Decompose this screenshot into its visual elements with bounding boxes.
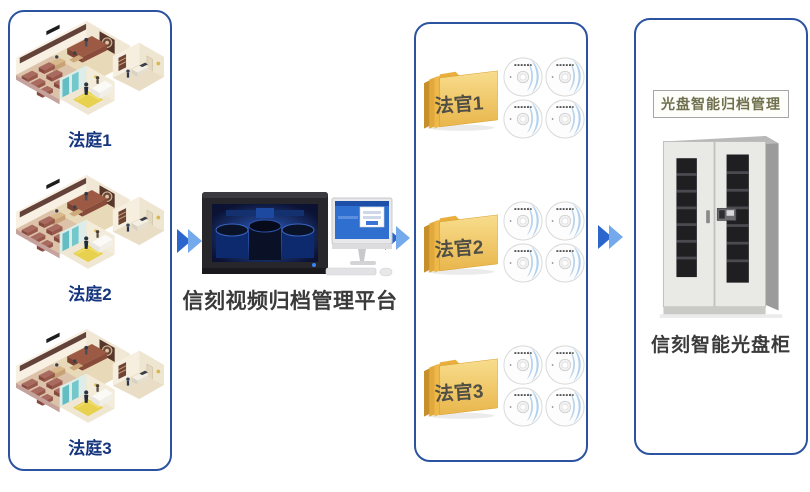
- judge-folder-label: 法官1: [433, 93, 484, 118]
- judges-panel: 法官1 法官2 法官3: [414, 22, 588, 462]
- discs-grid: [502, 344, 586, 428]
- courtroom-item: 法庭2: [10, 172, 170, 305]
- judge-group: 法官2: [416, 170, 586, 314]
- judge-folder: 法官2: [417, 204, 501, 280]
- disc-icon: [544, 98, 586, 140]
- disc-publisher-illustration: [202, 192, 393, 277]
- cabinet-badge: 光盘智能归档管理: [653, 90, 789, 118]
- judge-group: 法官3: [416, 314, 586, 458]
- disc-icon: [502, 386, 544, 428]
- flow-arrow-icon: [597, 223, 629, 251]
- disc-cabinet-illustration: [659, 135, 783, 318]
- disc-icon: [502, 200, 544, 242]
- disc-icon: [544, 386, 586, 428]
- courtroom-illustration: [14, 326, 166, 438]
- judge-folder: 法官1: [417, 60, 501, 136]
- cabinet-caption: 信刻智能光盘柜: [650, 335, 791, 356]
- discs-grid: [502, 56, 586, 140]
- disc-icon: [544, 56, 586, 98]
- cabinet-panel: 光盘智能归档管理 信刻智能光盘柜: [634, 18, 808, 455]
- courtroom-label: 法庭2: [68, 285, 112, 304]
- disc-icon: [502, 344, 544, 386]
- judge-group: 法官1: [416, 26, 586, 170]
- courtroom-illustration: [14, 172, 166, 284]
- discs-grid: [502, 200, 586, 284]
- courtroom-illustration: [14, 18, 166, 130]
- disc-icon: [502, 242, 544, 284]
- courtroom-label: 法庭1: [68, 131, 112, 150]
- disc-icon: [502, 98, 544, 140]
- judge-folder: 法官3: [417, 348, 501, 424]
- judge-folder-label: 法官3: [433, 381, 484, 406]
- courtroom-label: 法庭3: [68, 439, 112, 458]
- courtrooms-panel: 法庭1 法庭2 法庭3: [8, 10, 172, 471]
- courtroom-item: 法庭3: [10, 326, 170, 459]
- platform-caption: 信刻视频归档管理平台: [182, 290, 398, 313]
- disc-icon: [544, 200, 586, 242]
- judge-folder-label: 法官2: [433, 237, 484, 262]
- monitor-illustration: [325, 197, 393, 277]
- disc-icon: [544, 344, 586, 386]
- disc-icon: [502, 56, 544, 98]
- courtroom-item: 法庭1: [10, 18, 170, 151]
- disc-icon: [544, 242, 586, 284]
